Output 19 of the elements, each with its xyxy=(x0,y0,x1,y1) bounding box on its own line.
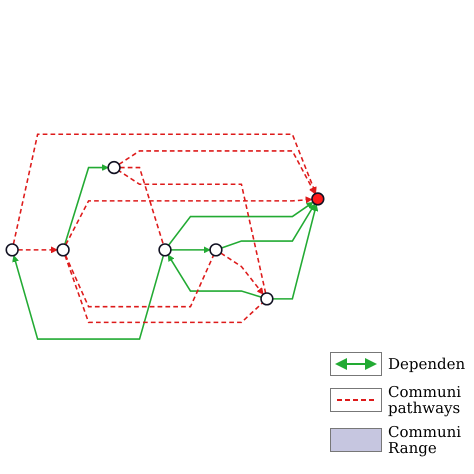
connector xyxy=(118,170,266,294)
arrow xyxy=(170,246,210,254)
arrow xyxy=(272,204,318,300)
legend-text: Communi Range xyxy=(388,424,462,456)
connector xyxy=(64,256,264,324)
arrow xyxy=(168,254,262,298)
legend-text: Communi pathways xyxy=(388,384,462,416)
arrow xyxy=(221,204,316,250)
legend-text: Dependen xyxy=(388,356,466,372)
arrow xyxy=(168,202,314,246)
arrow xyxy=(18,246,58,254)
connector xyxy=(64,255,214,308)
arrow xyxy=(64,164,108,245)
arrow xyxy=(65,196,312,246)
arrow xyxy=(220,252,264,295)
arrow xyxy=(12,134,317,245)
arrow xyxy=(118,150,316,194)
arrow xyxy=(12,256,164,340)
connector xyxy=(120,167,164,245)
